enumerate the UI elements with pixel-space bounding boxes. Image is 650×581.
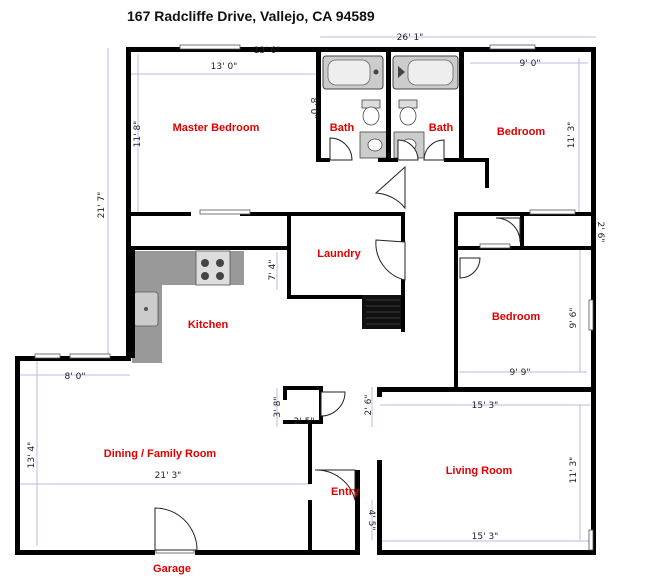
- dim-8-0-dining: 8' 0": [65, 372, 86, 382]
- dim-11-3-bedroom: 11' 3": [567, 122, 577, 149]
- dim-15-3-top: 15' 3": [472, 401, 499, 411]
- dim-2-6-closet: 2' 6": [595, 222, 605, 243]
- dim-15-3-bottom: 15' 3": [472, 532, 499, 542]
- room-label-entry: Entry: [331, 486, 360, 498]
- stove-icon: [201, 259, 224, 280]
- windows: [34, 44, 594, 554]
- room-label-garage: Garage: [153, 563, 191, 575]
- room-label-bath-2: Bath: [429, 122, 454, 134]
- bathtub-icon: [392, 55, 459, 90]
- room-label-bedroom-1: Bedroom: [497, 126, 546, 138]
- dimension-lines: [20, 36, 596, 546]
- dim-21-7: 21' 7": [97, 192, 107, 219]
- dim-7-4: 7' 4": [268, 260, 278, 281]
- room-label-living: Living Room: [446, 465, 513, 477]
- toilet-icon: [361, 99, 381, 126]
- dim-11-8: 11' 8": [133, 121, 143, 148]
- room-label-bath-1: Bath: [330, 122, 355, 134]
- dim-11-3-living: 11' 3": [569, 457, 579, 484]
- vanity-icon: [359, 131, 391, 159]
- dim-9-9: 9' 9": [510, 368, 531, 378]
- walls: [15, 47, 596, 555]
- dim-2-6-hall: 2' 6": [364, 395, 374, 416]
- room-label-kitchen: Kitchen: [188, 319, 229, 331]
- dim-9-6: 9' 6": [569, 308, 579, 329]
- dim-8-0-bath: 8' 0": [308, 98, 318, 119]
- dim-13-4: 13' 4": [27, 442, 37, 469]
- dim-3-8: 3' 8": [273, 397, 283, 418]
- dim-13-6: 13' 6": [254, 46, 281, 56]
- dim-4-5: 4' 5": [366, 510, 376, 531]
- dim-9-0: 9' 0": [520, 59, 541, 69]
- doors: [154, 137, 521, 551]
- dim-26-1: 26' 1": [397, 33, 424, 43]
- room-label-laundry: Laundry: [317, 248, 361, 260]
- room-label-master-bedroom: Master Bedroom: [173, 122, 260, 134]
- room-label-bedroom-2: Bedroom: [492, 311, 541, 323]
- toilet-icon: [398, 99, 418, 126]
- bathtub-icon: [322, 55, 384, 90]
- room-label-dining-family: Dining / Family Room: [104, 448, 217, 460]
- sink-icon: [133, 291, 159, 327]
- plan-title: 167 Radcliffe Drive, Vallejo, CA 94589: [127, 8, 375, 24]
- dim-2-5: 2' 5": [294, 417, 315, 427]
- dim-21-3: 21' 3": [155, 471, 182, 481]
- dim-13-0: 13' 0": [211, 62, 238, 72]
- water-heater-icon: [362, 295, 404, 329]
